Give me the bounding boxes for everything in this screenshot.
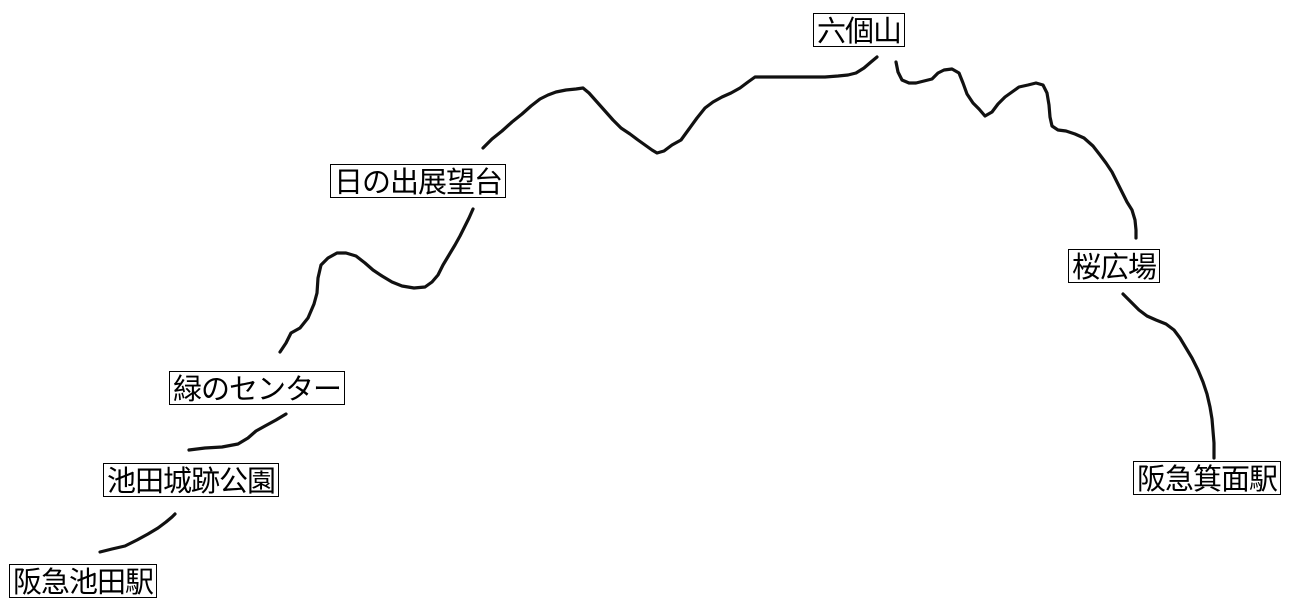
stop-label-hankyu-ikeda-station: 阪急池田駅 [9, 564, 158, 599]
route-segment-ikeda-station-to-castle-park [98, 512, 177, 554]
stop-label-sakura-hiroba: 桜広場 [1068, 249, 1161, 284]
route-segment-midori-center-to-hinode [278, 207, 475, 354]
stop-label-midori-center: 緑のセンター [169, 371, 346, 406]
route-segment-rokkosan-to-sakura [894, 60, 1138, 240]
route-segment-sakura-to-minoo-station [1121, 292, 1216, 460]
stop-label-hinode-observatory: 日の出展望台 [330, 164, 507, 199]
stop-label-hankyu-minoo-station: 阪急箕面駅 [1133, 461, 1282, 496]
stop-label-rokkosan: 六個山 [813, 13, 906, 48]
route-segment-hinode-to-rokkosan [481, 55, 879, 155]
stop-label-ikeda-castle-park: 池田城跡公園 [103, 463, 280, 498]
route-segment-castle-park-to-midori-center [187, 412, 288, 452]
